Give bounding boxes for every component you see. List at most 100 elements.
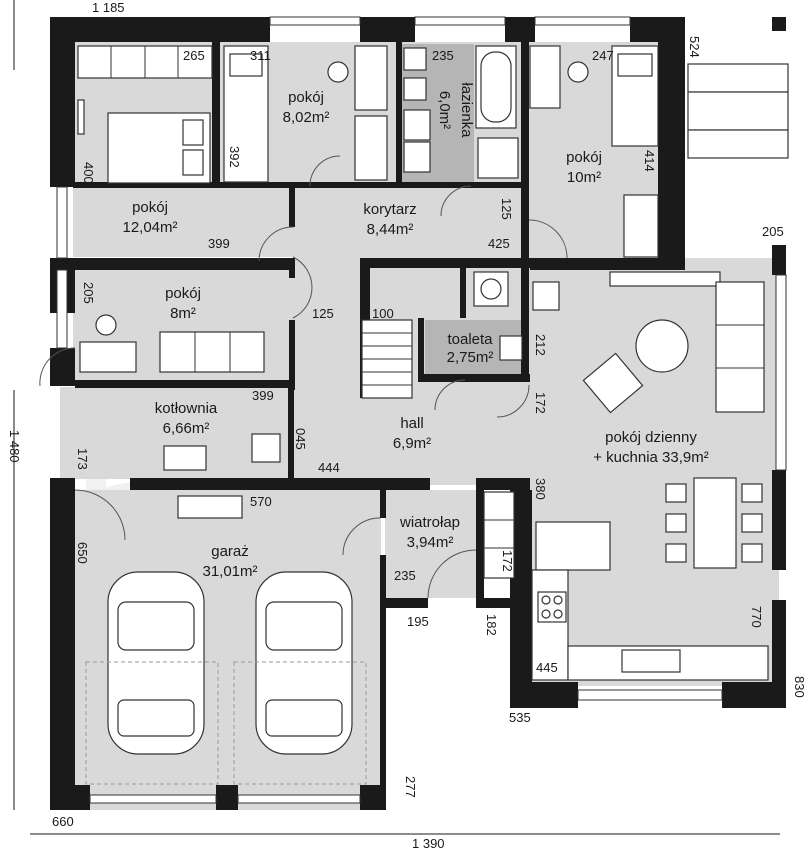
dim-265: 265 xyxy=(183,48,205,63)
dim-380: 380 xyxy=(533,478,548,500)
wall-int-lazienka-right xyxy=(521,42,529,187)
dim-830: 830 xyxy=(792,676,807,698)
furniture xyxy=(77,45,769,785)
wall-kitchen-left xyxy=(510,490,532,708)
wall-top-2 xyxy=(360,17,415,42)
dim-173: 173 xyxy=(75,448,90,470)
sink-bath-1 xyxy=(403,109,431,141)
dim-1185: 1 185 xyxy=(92,0,125,15)
chair-ne xyxy=(567,61,589,83)
desk-ne xyxy=(529,45,561,109)
dim-399-mid: 399 xyxy=(252,388,274,403)
armchair xyxy=(582,352,644,414)
dimension-lines xyxy=(13,0,780,835)
dim-445: 445 xyxy=(536,660,558,675)
garage-spot-right xyxy=(233,661,367,785)
wall-top-3 xyxy=(505,17,535,42)
wall-int-kotlownia-right xyxy=(288,380,294,480)
washer xyxy=(403,47,427,71)
label-pokoj-nw-area: 12,04m² xyxy=(122,219,177,236)
wall-int-toilet-left xyxy=(460,258,466,318)
window-left-2 xyxy=(56,269,68,349)
coffee-table xyxy=(635,319,689,373)
label-dzienny: pokój dzienny xyxy=(605,429,697,446)
floor-korytarz xyxy=(293,186,527,259)
dim-235-bottom: 235 xyxy=(394,568,416,583)
dim-172-mid: 172 xyxy=(500,550,515,572)
label-wiatrolap-area: 3,94m² xyxy=(407,534,454,551)
label-hall-area: 6,9m² xyxy=(393,435,431,452)
dim-660: 660 xyxy=(52,814,74,829)
lawn-mower xyxy=(177,495,243,519)
window-garage-2 xyxy=(237,794,361,804)
stairs xyxy=(361,319,413,399)
dimension-labels: 1 185 524 265 311 235 247 400 392 414 39… xyxy=(7,0,807,851)
wall-int-toilet-right xyxy=(521,258,529,382)
dim-535: 535 xyxy=(509,710,531,725)
wall-ent-bottom xyxy=(476,598,534,608)
wall-int-korytarz-left3 xyxy=(289,320,295,390)
label-dzienny-area: + kuchnia 33,9m² xyxy=(593,449,708,466)
shower xyxy=(477,137,519,179)
wall-left-1 xyxy=(50,17,75,187)
label-pokoj-w-area: 8m² xyxy=(170,305,196,322)
sink-bath-2 xyxy=(403,141,431,173)
wall-living-right1 xyxy=(772,245,786,275)
wall-int-pokoj-n-left xyxy=(212,42,220,187)
wall-living-right3 xyxy=(772,600,786,708)
windows xyxy=(56,16,787,804)
sofa-living xyxy=(715,281,765,413)
label-garaz-area: 31,01m² xyxy=(202,563,257,580)
wall-upper-living xyxy=(530,258,685,270)
label-kotlownia-area: 6,66m² xyxy=(163,420,210,437)
chair-n xyxy=(327,61,349,83)
label-garaz: garaż xyxy=(211,543,249,560)
window-top-3 xyxy=(534,16,631,26)
terrace-bench-top xyxy=(687,63,789,93)
dim-235-top: 235 xyxy=(432,48,454,63)
dim-195: 195 xyxy=(407,614,429,629)
nightstand-nw xyxy=(77,99,85,135)
wall-int-h1 xyxy=(73,182,293,188)
wall-kitchen-bottom xyxy=(510,682,578,708)
tv-unit xyxy=(609,271,721,287)
label-lazienka-area: 6,0m² xyxy=(436,91,453,129)
boiler xyxy=(251,433,281,463)
wall-int-toilet-bottom xyxy=(418,374,530,382)
label-toaleta-area: 2,75m² xyxy=(447,349,494,366)
dim-125-mid: 125 xyxy=(312,306,334,321)
wall-square-ne xyxy=(772,17,786,31)
wall-int-lazienka-left xyxy=(396,42,402,187)
terrace-bench-bot xyxy=(687,129,789,159)
label-toaleta: toaleta xyxy=(447,331,493,348)
desk-n xyxy=(354,45,388,111)
label-lazienka: łazienka xyxy=(458,82,475,138)
dim-399-top: 399 xyxy=(208,236,230,251)
wall-int-west-h xyxy=(50,258,293,270)
desk-n2 xyxy=(354,115,388,181)
wall-left-3 xyxy=(50,348,75,386)
fireplace xyxy=(532,281,560,311)
dim-1390: 1 390 xyxy=(412,836,445,851)
label-pokoj-nw: pokój xyxy=(132,199,168,216)
wall-left-4 xyxy=(50,478,75,808)
label-kotlownia: kotłownia xyxy=(155,400,218,417)
wall-top-1 xyxy=(50,17,270,42)
wall-int-garage-right2 xyxy=(380,555,386,810)
dim-100: 100 xyxy=(372,306,394,321)
dining-table xyxy=(693,477,737,569)
wall-int-h2 xyxy=(293,182,527,188)
wall-right-upper xyxy=(658,17,685,267)
kitchen-counter-left xyxy=(531,569,569,681)
wall-living-right2 xyxy=(772,470,786,570)
window-bottom-kitchen xyxy=(577,689,723,701)
wall-int-ent-right xyxy=(476,490,484,608)
dim-277: 277 xyxy=(403,776,418,798)
toilet-bath xyxy=(403,77,427,101)
dim-524: 524 xyxy=(687,36,702,58)
walls xyxy=(50,17,786,810)
cooktop xyxy=(537,591,567,623)
wall-garage-bottom-mid xyxy=(216,785,238,810)
dim-400: 400 xyxy=(81,162,96,184)
